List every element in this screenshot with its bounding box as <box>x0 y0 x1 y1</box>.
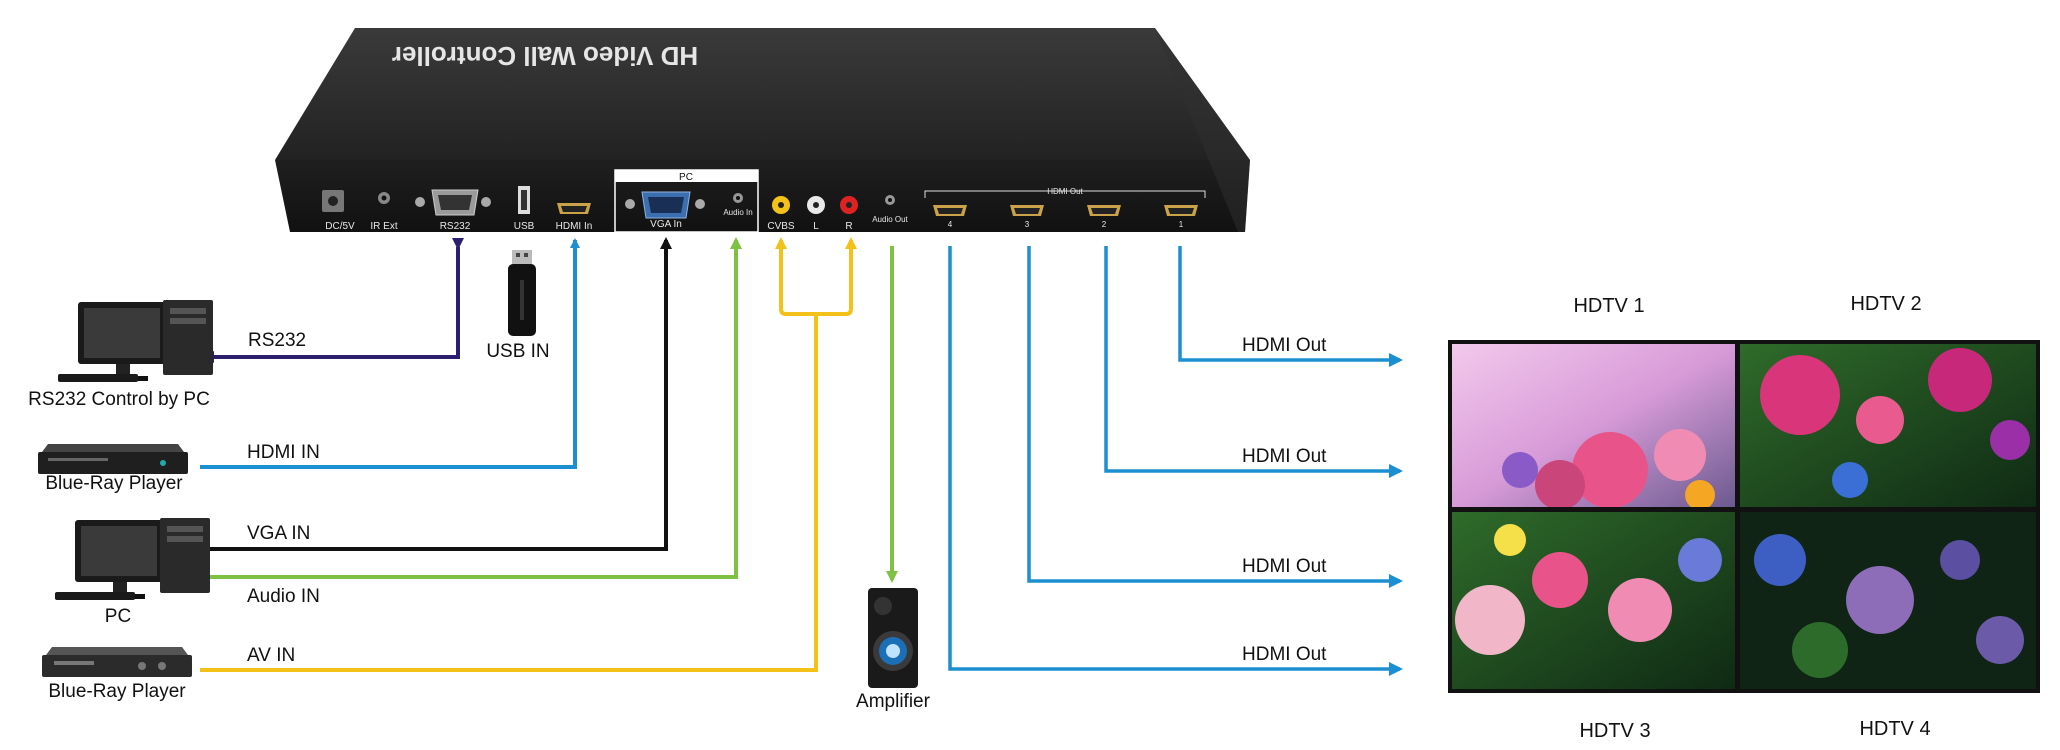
av-split-line <box>779 240 851 316</box>
hdtv-4-screen <box>1740 512 2036 689</box>
speaker-icon <box>868 588 918 688</box>
hdtv-3-label: HDTV 3 <box>1579 720 1650 742</box>
usb-port-label: USB <box>514 221 535 232</box>
bluray-player-1-label: Blue-Ray Player <box>45 473 183 494</box>
hdmi-out-line-4 <box>948 246 1403 676</box>
hdtv-3-screen <box>1452 512 1735 689</box>
audio-l-port-label: L <box>813 221 819 232</box>
hdmi-out-port-1-label: 1 <box>1179 220 1184 229</box>
pc-label: PC <box>105 606 131 627</box>
audio-in-line <box>200 237 742 579</box>
hdmi-out-connection-label-3: HDMI Out <box>1242 556 1327 577</box>
hdmi-out-port-1 <box>1164 205 1198 216</box>
vga-in-line <box>200 237 672 551</box>
hdtv-4-label: HDTV 4 <box>1859 718 1930 740</box>
av-in-line <box>200 314 818 672</box>
hdmi-out-port-2-label: 2 <box>1102 220 1107 229</box>
video-wall <box>1448 340 2040 693</box>
device-title: HD Video Wall Controller <box>392 41 698 71</box>
hdtv-1-screen <box>1452 344 1735 510</box>
hdmi-out-connection-label-1: HDMI Out <box>1242 335 1327 356</box>
bluray-player-2-label: Blue-Ray Player <box>48 681 186 702</box>
video-wall-controller-device: HD Video Wall Controller DC/5V IR Ext RS… <box>275 28 1250 233</box>
hdmi-out-port-2 <box>1087 205 1121 216</box>
bluray-player-icon <box>38 444 188 474</box>
bluray-player-icon <box>42 647 192 677</box>
hdtv-1-label: HDTV 1 <box>1573 295 1644 317</box>
hdmi-out-line-2 <box>1104 246 1403 478</box>
rs232-connection-label: RS232 <box>248 330 306 351</box>
audio-r-port-label: R <box>845 221 852 232</box>
desktop-pc-icon <box>55 518 210 600</box>
hdmi-in-connection-label: HDMI IN <box>247 442 320 463</box>
hdtv-2-label: HDTV 2 <box>1850 293 1921 315</box>
hdtv-2-screen <box>1740 344 2036 507</box>
amplifier-label: Amplifier <box>856 691 931 712</box>
device-top-panel <box>275 28 1250 160</box>
hdmi-out-connection-label-2: HDMI Out <box>1242 446 1327 467</box>
hdmi-in-port-label: HDMI In <box>556 221 593 232</box>
connection-lines <box>200 237 1403 676</box>
vga-in-port-label: VGA In <box>650 219 682 230</box>
audio-in-connection-label: Audio IN <box>247 586 320 607</box>
rs232-control-pc-label: RS232 Control by PC <box>28 389 210 410</box>
audio-out-port-label: Audio Out <box>872 215 908 224</box>
hdmi-out-port-3-label: 3 <box>1025 220 1030 229</box>
vga-in-connection-label: VGA IN <box>247 523 310 544</box>
hdmi-out-port-3 <box>1010 205 1044 216</box>
ir-label: IR Ext <box>370 221 397 232</box>
hdmi-in-line <box>200 238 580 469</box>
hdmi-out-port-4-label: 4 <box>948 220 953 229</box>
hdmi-out-line-3 <box>1027 246 1403 588</box>
hdmi-out-group-label: HDMI Out <box>1047 187 1083 196</box>
rs232-line <box>202 238 464 363</box>
pc-group-label: PC <box>679 172 693 183</box>
av-in-connection-label: AV IN <box>247 645 295 666</box>
usb-in-label: USB IN <box>486 341 549 362</box>
dc-label: DC/5V <box>325 221 355 232</box>
hdmi-out-line-1 <box>1178 246 1403 367</box>
device-side-panel <box>1155 28 1250 232</box>
hdmi-out-port-4 <box>933 205 967 216</box>
cvbs-port-label: CVBS <box>767 221 795 232</box>
hdmi-out-connection-label-4: HDMI Out <box>1242 644 1327 665</box>
audio-in-port-label: Audio In <box>723 208 752 217</box>
desktop-pc-icon <box>58 300 213 382</box>
rs232-port-label: RS232 <box>440 221 471 232</box>
usb-stick-icon <box>508 250 536 336</box>
